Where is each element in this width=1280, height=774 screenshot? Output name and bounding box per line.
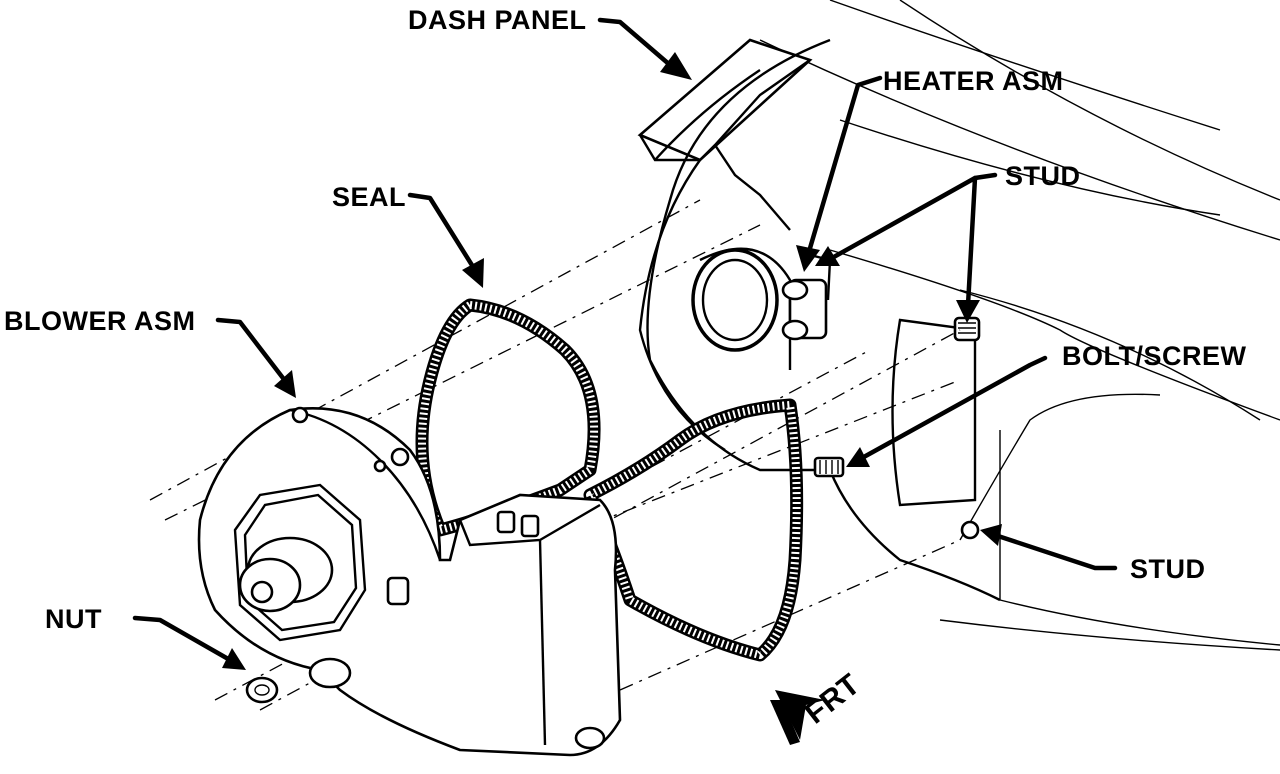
leader-dash-panel [597, 17, 692, 80]
leader-bolt-screw [846, 355, 1048, 467]
label-stud-bottom: STUD [1130, 554, 1206, 584]
label-nut: NUT [45, 604, 102, 634]
label-seal: SEAL [332, 182, 406, 212]
heater-housing [638, 38, 1001, 602]
leader-blower-asm [215, 317, 296, 398]
stud-lower-right [960, 520, 980, 540]
bolt-screw-part [813, 456, 845, 478]
label-stud-top: STUD [1005, 161, 1081, 191]
blower-assembly [197, 406, 622, 757]
label-heater-asm: HEATER ASM [883, 66, 1064, 96]
front-label: FRT [799, 668, 866, 731]
leader-heater-asm [796, 75, 883, 272]
front-direction-arrow: FRT [770, 668, 866, 745]
leader-seal [407, 192, 484, 288]
leader-stud-bottom [980, 524, 1118, 571]
label-dash-panel: DASH PANEL [408, 5, 587, 35]
leader-nut [132, 615, 246, 670]
nut-part [245, 676, 279, 704]
leader-stud-top [815, 172, 998, 323]
label-blower-asm: BLOWER ASM [4, 306, 195, 336]
vehicle-body-outline [759, 0, 1280, 651]
label-bolt-screw: BOLT/SCREW [1062, 341, 1246, 371]
